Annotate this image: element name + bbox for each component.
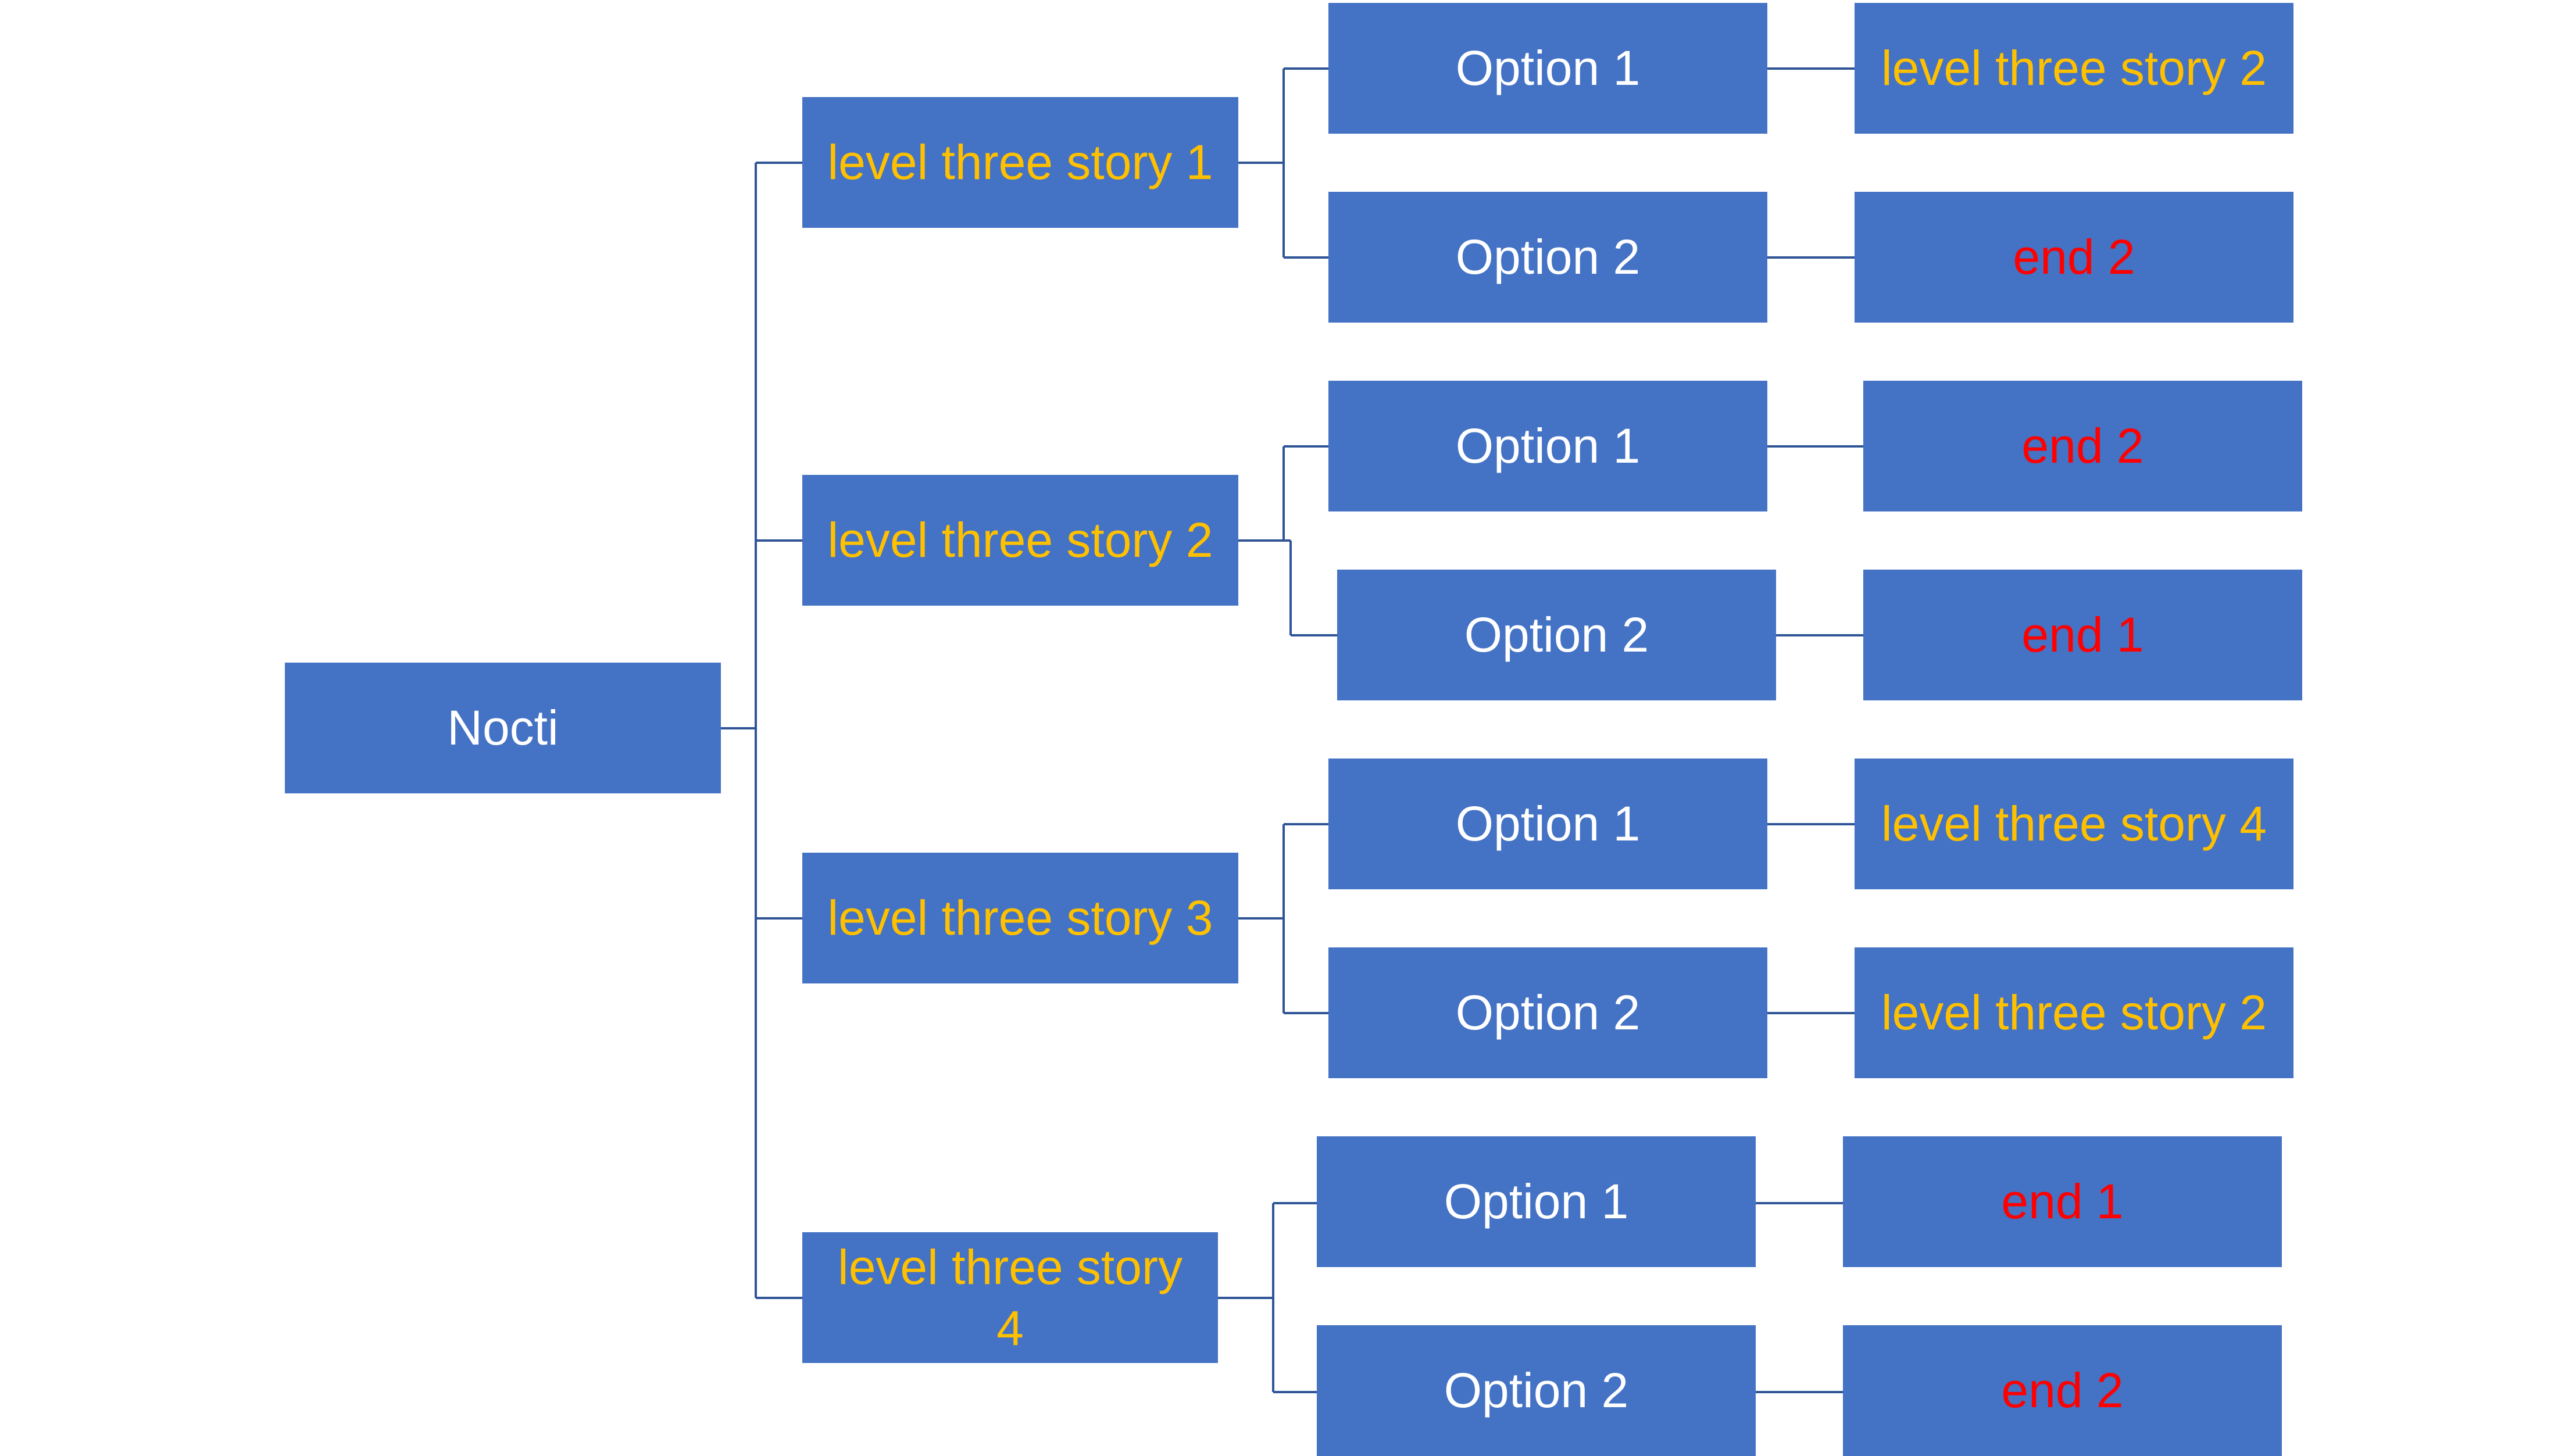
option-label: Option 1	[1455, 418, 1641, 473]
outcome-node-s1-o2: end 2	[1855, 192, 2293, 323]
story-label: level three story 1	[827, 135, 1213, 189]
story-label: level three story 4	[838, 1239, 1182, 1355]
root-node: Nocti	[285, 663, 721, 793]
story-node-4: level three story 4	[802, 1232, 1218, 1363]
option-node-s4-o1: Option 1	[1317, 1136, 1756, 1267]
option-node-s3-o2: Option 2	[1328, 947, 1767, 1078]
connector-story-4-to-options	[1218, 1202, 1317, 1393]
story-label: level three story 3	[827, 890, 1213, 945]
outcome-label: end 1	[2021, 607, 2144, 662]
connector-root-to-stories	[721, 162, 802, 1299]
outcome-label: level three story 2	[1881, 985, 2267, 1040]
option-label: Option 1	[1455, 796, 1641, 851]
option-node-s4-o2: Option 2	[1317, 1325, 1756, 1456]
option-label: Option 1	[1455, 41, 1641, 95]
story-node-1: level three story 1	[802, 97, 1238, 228]
connector-story-1-to-options	[1238, 67, 1328, 259]
outcome-node-s3-o2: level three story 2	[1855, 947, 2293, 1078]
option-node-s1-o2: Option 2	[1328, 192, 1767, 323]
story-node-3: level three story 3	[802, 853, 1238, 983]
outcome-label: end 1	[2001, 1174, 2124, 1229]
option-node-s3-o1: Option 1	[1328, 759, 1767, 889]
outcome-label: end 2	[2021, 418, 2144, 473]
option-node-s2-o2: Option 2	[1337, 570, 1776, 700]
root-label: Nocti	[447, 700, 559, 755]
outcome-label: end 2	[2001, 1363, 2124, 1418]
option-node-s1-o1: Option 1	[1328, 3, 1767, 134]
connector-options-to-outcomes	[1756, 67, 1863, 1393]
outcome-node-s4-o1: end 1	[1843, 1136, 2282, 1267]
outcome-node-s4-o2: end 2	[1843, 1325, 2282, 1456]
connector-story-2-to-options	[1238, 445, 1337, 636]
option-label: Option 2	[1444, 1363, 1629, 1418]
connector-story-3-to-options	[1238, 823, 1328, 1014]
option-label: Option 2	[1455, 230, 1641, 284]
option-label: Option 2	[1455, 985, 1641, 1040]
outcome-node-s2-o2: end 1	[1863, 570, 2302, 700]
outcome-node-s3-o1: level three story 4	[1855, 759, 2293, 889]
outcome-label: end 2	[2013, 230, 2135, 284]
outcome-node-s2-o1: end 2	[1863, 381, 2302, 511]
story-node-2: level three story 2	[802, 475, 1238, 606]
outcome-label: level three story 2	[1881, 41, 2267, 95]
outcome-label: level three story 4	[1881, 796, 2267, 851]
option-label: Option 2	[1464, 607, 1649, 662]
option-label: Option 1	[1444, 1174, 1629, 1229]
story-label: level three story 2	[827, 513, 1213, 567]
option-node-s2-o1: Option 1	[1328, 381, 1767, 511]
outcome-node-s1-o1: level three story 2	[1855, 3, 2293, 134]
